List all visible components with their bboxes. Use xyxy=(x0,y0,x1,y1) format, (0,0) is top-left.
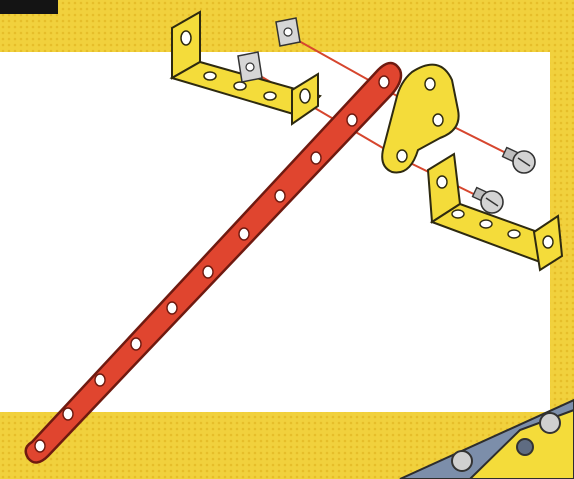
square-nut-1 xyxy=(276,18,300,46)
hole xyxy=(300,89,310,103)
hole xyxy=(204,72,216,80)
hole xyxy=(543,236,553,248)
hole xyxy=(397,150,407,162)
bolt-head-icon xyxy=(540,413,560,433)
hole xyxy=(433,114,443,126)
hole xyxy=(181,31,191,45)
hole xyxy=(264,92,276,100)
hole xyxy=(517,439,533,455)
hole xyxy=(425,78,435,90)
hole xyxy=(452,210,464,218)
bolt-head-icon xyxy=(452,451,472,471)
hole xyxy=(437,176,447,188)
hole xyxy=(480,220,492,228)
corner-mark xyxy=(0,0,58,14)
hole xyxy=(234,82,246,90)
square-nut-2 xyxy=(238,52,262,82)
hole xyxy=(508,230,520,238)
